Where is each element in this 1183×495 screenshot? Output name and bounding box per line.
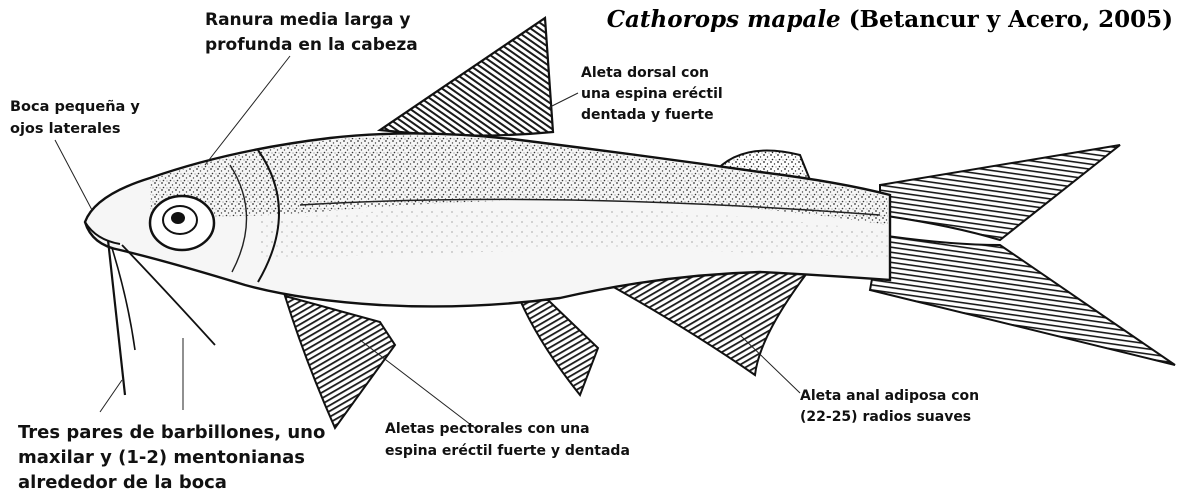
label-dorsal-fin: Aleta dorsal con una espina eréctil dent… <box>581 63 723 126</box>
label-head-groove: Ranura media larga y profunda en la cabe… <box>205 8 418 58</box>
caudal-fin-lower <box>870 235 1175 365</box>
label-anal-fin: Aleta anal adiposa con (22-25) radios su… <box>800 386 979 428</box>
pectoral-fin <box>285 296 395 428</box>
label-mouth-eyes: Boca pequeña y ojos laterales <box>10 96 140 140</box>
label-pectoral-fins: Aletas pectorales con una espina eréctil… <box>385 418 630 462</box>
caudal-fin-upper <box>880 145 1120 240</box>
species-authority: (Betancur y Acero, 2005) <box>849 6 1173 33</box>
leader-barbels-1 <box>100 380 122 412</box>
pelvic-fin <box>520 300 598 395</box>
leader-pectoral <box>360 340 475 428</box>
leader-dorsal <box>548 93 578 108</box>
page-title: Cathorops mapale (Betancur y Acero, 2005… <box>607 6 1173 33</box>
leader-mouth <box>55 140 92 210</box>
label-barbels: Tres pares de barbillones, uno maxilar y… <box>18 420 325 495</box>
species-name: Cathorops mapale <box>607 6 841 33</box>
